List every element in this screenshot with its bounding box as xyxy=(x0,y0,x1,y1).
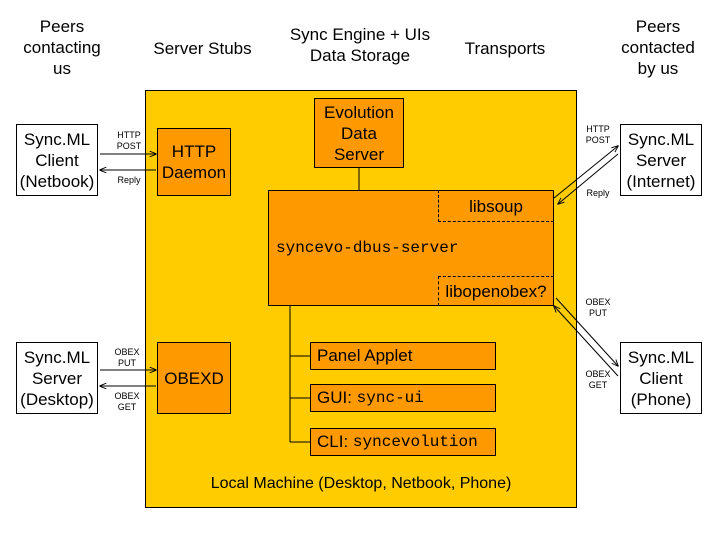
right-http-post-label: HTTP POST xyxy=(585,124,611,145)
evolution-data-server-label: Evolution Data Server xyxy=(324,102,394,164)
internet-server-label: Sync.ML Server (Internet) xyxy=(626,129,696,191)
http-daemon-box: HTTP Daemon xyxy=(157,128,231,196)
evolution-data-server-box: Evolution Data Server xyxy=(314,98,404,168)
right-reply-arrow xyxy=(558,153,619,204)
gui-prefix: GUI: xyxy=(317,388,357,407)
obexd-label: OBEXD xyxy=(164,368,224,388)
phone-client-box: Sync.ML Client (Phone) xyxy=(620,342,702,414)
netbook-client-label: Sync.ML Client (Netbook) xyxy=(19,129,95,191)
right-obex-put-label: OBEX PUT xyxy=(585,297,611,318)
left-obex-put-label: OBEX PUT xyxy=(114,347,140,368)
libopenobex-box: libopenobex? xyxy=(438,276,554,306)
right-obex-put-arrow xyxy=(555,297,618,366)
left-reply-label: Reply xyxy=(117,175,141,185)
libopenobex-label: libopenobex? xyxy=(445,281,547,301)
right-reply-label: Reply xyxy=(586,188,610,198)
desktop-server-label: Sync.ML Server (Desktop) xyxy=(20,347,94,409)
cli-box: CLI: syncevolution xyxy=(310,428,496,456)
header-peers-contacted-by-us: Peers contacted by us xyxy=(621,17,695,78)
right-obex-get-label: OBEX GET xyxy=(585,369,611,390)
header-server-stubs: Server Stubs xyxy=(153,39,252,58)
panel-applet-label: Panel Applet xyxy=(317,346,413,365)
header-transports: Transports xyxy=(464,39,546,58)
syncevo-dbus-server-label: syncevo-dbus-server xyxy=(276,239,459,257)
http-daemon-label: HTTP Daemon xyxy=(161,142,227,182)
right-obex-get-arrow xyxy=(554,306,619,377)
phone-client-label: Sync.ML Client (Phone) xyxy=(627,347,695,409)
gui-command: sync-ui xyxy=(356,389,424,407)
cli-prefix: CLI: xyxy=(317,432,353,451)
header-peers-contacting-us: Peers contacting us xyxy=(23,17,101,78)
netbook-client-box: Sync.ML Client (Netbook) xyxy=(16,124,98,196)
internet-server-box: Sync.ML Server (Internet) xyxy=(620,124,702,196)
local-machine-label: Local Machine (Desktop, Netbook, Phone) xyxy=(210,475,512,492)
header-sync-engine: Sync Engine + UIs Data Storage xyxy=(289,25,431,65)
left-http-post-label: HTTP POST xyxy=(116,130,142,151)
gui-box: GUI: sync-ui xyxy=(310,384,496,412)
left-obex-get-label: OBEX GET xyxy=(114,391,140,412)
right-http-post-arrow xyxy=(553,146,618,199)
desktop-server-box: Sync.ML Server (Desktop) xyxy=(16,342,98,414)
syncevo-dbus-server-box xyxy=(268,190,554,306)
obexd-box: OBEXD xyxy=(157,342,231,414)
cli-command: syncevolution xyxy=(352,433,478,451)
libsoup-label: libsoup xyxy=(469,196,523,216)
libsoup-box: libsoup xyxy=(438,190,554,222)
panel-applet-box: Panel Applet xyxy=(310,342,496,370)
